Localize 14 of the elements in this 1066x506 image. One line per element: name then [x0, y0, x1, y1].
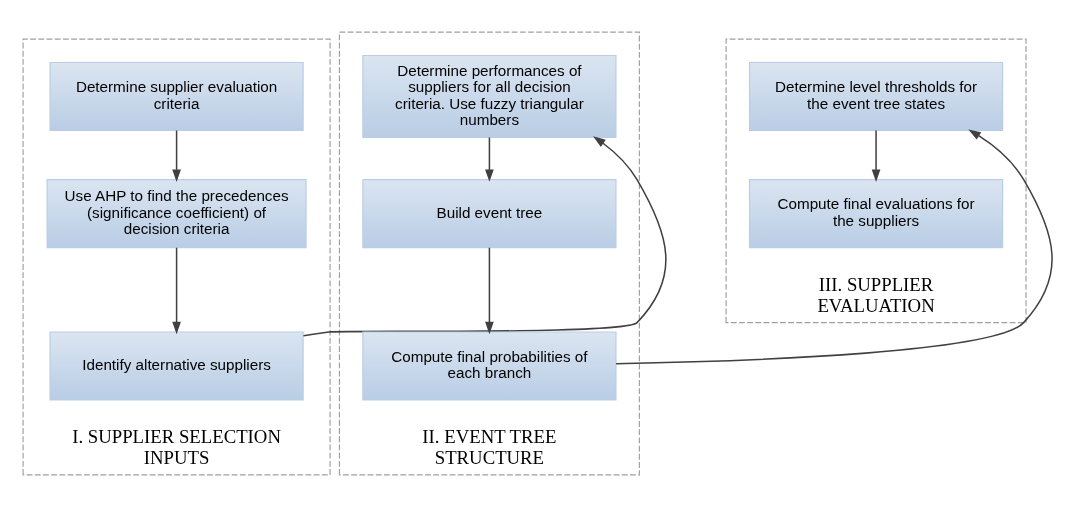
node-box: Identify alternative suppliers [49, 330, 304, 401]
node-box: Determine performances of suppliers for all decision criteria. Use fuzzy triangular numbers [362, 54, 617, 138]
node-box: Determine supplier evaluation criteria [49, 61, 304, 131]
node-box: Use AHP to find the precedences (significance coefficient) of decision criteria [46, 178, 307, 248]
arrow [485, 136, 494, 182]
node-box: Compute final evaluations for the suppliers [748, 178, 1004, 248]
node-box: Compute final probabilities of each branch [362, 330, 617, 401]
arrow [485, 246, 494, 334]
node-box: Build event tree [362, 178, 617, 248]
arrow [172, 129, 181, 182]
arrow [871, 129, 881, 182]
arrow [615, 129, 1053, 364]
arrow [172, 246, 181, 334]
node-box: Determine level thresholds for the event tree states [748, 61, 1004, 131]
